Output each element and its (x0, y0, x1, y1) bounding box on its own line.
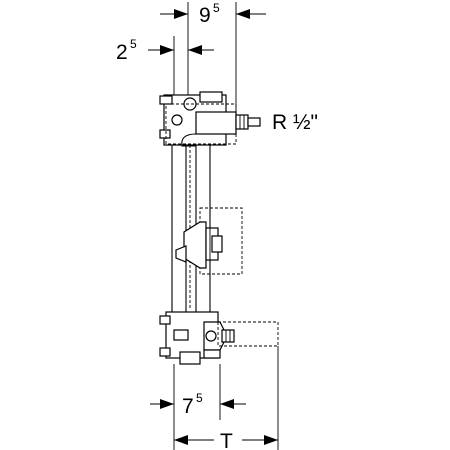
dimension-label-sup: 5 (213, 1, 220, 15)
dimension-label-main: 9 (199, 4, 211, 27)
thread-label: R ½" (272, 111, 318, 134)
outlet-elbow (181, 133, 197, 147)
arrow-head (236, 9, 250, 19)
arrow-head (174, 9, 188, 19)
dimension-label-main: 2 (116, 41, 128, 64)
top-fitting (159, 91, 261, 147)
dimension-bottom-total: T (173, 346, 279, 450)
bottom-plug (203, 349, 221, 359)
arrow-head (188, 45, 202, 55)
arrow-head (264, 435, 278, 445)
dimension-label-main: T (220, 430, 233, 450)
bottom-valve-nut (221, 329, 235, 343)
top-fitting-bolt (171, 114, 183, 126)
outlet-nut (235, 114, 249, 130)
bottom-outlet (179, 351, 201, 365)
bottom-bracket (159, 315, 171, 325)
bottom-fitting (159, 311, 279, 365)
top-fitting-bolt (183, 97, 197, 111)
outlet-thread (247, 117, 261, 127)
top-bracket (159, 129, 171, 139)
top-bracket (159, 95, 173, 105)
dimension-bottom-offset: 7 5 (150, 364, 246, 420)
top-fitting-cap (199, 91, 223, 103)
dimension-label-sup: 5 (196, 391, 203, 405)
middle-valve (175, 207, 243, 275)
valve-body (183, 221, 207, 269)
bottom-fitting-outline (217, 321, 279, 347)
arrow-head (160, 399, 174, 409)
bottom-valve-bolt (205, 330, 217, 342)
arrow-head (220, 399, 234, 409)
arrow-head (174, 435, 188, 445)
dimension-label-main: 7 (182, 395, 194, 418)
valve-lever (175, 245, 187, 263)
bottom-inlet (173, 329, 189, 341)
valve-cap (211, 235, 223, 253)
dimension-top-width: 9 5 (160, 1, 266, 112)
vertical-pipe (171, 140, 211, 312)
arrow-head (160, 45, 174, 55)
dimension-label-sup: 5 (130, 37, 137, 51)
bottom-bracket (159, 347, 171, 357)
outlet-body (195, 111, 237, 135)
dimension-top-offset: 2 5 (116, 36, 214, 100)
